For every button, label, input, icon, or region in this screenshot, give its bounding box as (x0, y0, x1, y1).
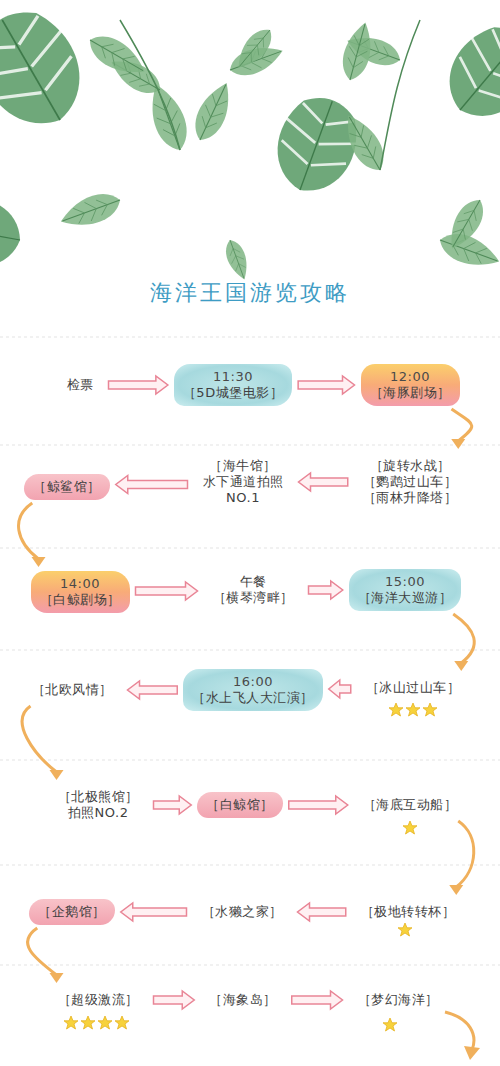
stop-name: 拍照NO.2 (58, 805, 139, 821)
stop-name: ［超级激流］ (58, 992, 139, 1008)
flow-arrow (19, 503, 46, 567)
stop-label: ［北极熊馆］拍照NO.2 (49, 784, 148, 826)
flow-arrow (128, 681, 178, 699)
flow-arrow (28, 928, 64, 983)
stop-name: ［水上飞人大汇演］ (192, 690, 314, 706)
stop-name: ［鹦鹉过山车］ (363, 474, 458, 490)
stop-name: ［企鹅馆］ (38, 904, 106, 920)
stop-name: ［海洋大巡游］ (358, 590, 453, 606)
flow-arrow (109, 376, 168, 394)
flow-arrow (121, 903, 187, 921)
flow-arrow (154, 991, 195, 1009)
stop-name: ［北极熊馆］ (58, 789, 139, 805)
stop-name: ［5D城堡电影］ (183, 385, 283, 401)
highlight-blob: ［白鲸馆］ (197, 792, 283, 818)
highlight-blob: 15:00［海洋大巡游］ (349, 569, 462, 611)
stop-label: ［北欧风情］ (23, 677, 122, 703)
highlight-blob: ［企鹅馆］ (29, 899, 115, 925)
flow-arrow (289, 796, 348, 814)
highlight-blob: 16:00［水上飞人大汇演］ (183, 669, 323, 711)
stop-label: ［海象岛］ (200, 987, 286, 1013)
flow-arrow (116, 476, 188, 494)
highlight-blob: 12:00［海豚剧场］ (361, 364, 460, 406)
show-time: 14:00 (40, 576, 121, 592)
flow-arrow (154, 796, 192, 814)
stop-name: 检票 (67, 377, 94, 393)
stop-name: NO.1 (203, 490, 284, 506)
stop-name: ［旋转水战］ (363, 458, 458, 474)
show-time: 16:00 (192, 674, 314, 690)
stop-name: ［水獭之家］ (202, 904, 283, 920)
stop-name: ［梦幻海洋］ (358, 992, 439, 1008)
flow-arrow (451, 409, 472, 449)
flow-arrow (298, 376, 354, 394)
page-title: 海洋王国游览攻略 (0, 278, 500, 308)
flow-arrow (329, 680, 351, 698)
stop-name: ［海象岛］ (209, 992, 277, 1008)
stop-name: ［白鲸馆］ (206, 797, 274, 813)
stop-name: ［雨林升降塔］ (363, 490, 458, 506)
stop-label: ［极地转转杯］ (352, 899, 465, 925)
stop-label: ［超级激流］ (49, 987, 148, 1013)
stop-name: ［极地转转杯］ (361, 904, 456, 920)
show-time: 12:00 (370, 369, 451, 385)
flow-arrow (298, 903, 346, 921)
stop-name: ［鲸鲨馆］ (33, 479, 101, 495)
stop-label: ［海牛馆］水下通道拍照NO.1 (194, 453, 293, 511)
rating-stars (64, 703, 437, 1031)
stop-label: 午餐［横琴湾畔］ (204, 569, 303, 611)
stop-label: 检票 (58, 372, 103, 398)
stop-name: 水下通道拍照 (203, 474, 284, 490)
highlight-blob: 14:00［白鲸剧场］ (31, 571, 130, 613)
stop-name: ［海牛馆］ (203, 458, 284, 474)
stop-name: ［白鲸剧场］ (40, 592, 121, 608)
stop-name: ［横琴湾畔］ (213, 590, 294, 606)
show-time: 11:30 (183, 369, 283, 385)
flow-arrow (453, 614, 474, 671)
stop-name: 午餐 (213, 574, 294, 590)
flow-arrow (449, 821, 474, 895)
stop-name: ［海底互动船］ (363, 797, 458, 813)
stop-label: ［冰山过山车］ (357, 675, 470, 701)
flow-arrow (292, 991, 343, 1009)
stop-label: ［水獭之家］ (193, 899, 292, 925)
highlight-blob: ［鲸鲨馆］ (24, 474, 110, 500)
stop-name: ［海豚剧场］ (370, 385, 451, 401)
stop-name: ［北欧风情］ (32, 682, 113, 698)
stop-label: ［旋转水战］［鹦鹉过山车］［雨林升降塔］ (354, 453, 467, 511)
stop-label: ［海底互动船］ (354, 792, 467, 818)
stop-name: ［冰山过山车］ (366, 680, 461, 696)
highlight-blob: 11:30［5D城堡电影］ (174, 364, 292, 406)
flow-arrow (309, 581, 343, 599)
stop-label: ［梦幻海洋］ (349, 987, 448, 1013)
flow-arrow (136, 582, 198, 600)
flow-arrow (22, 706, 63, 780)
flow-arrow (299, 473, 348, 491)
show-time: 15:00 (358, 574, 453, 590)
